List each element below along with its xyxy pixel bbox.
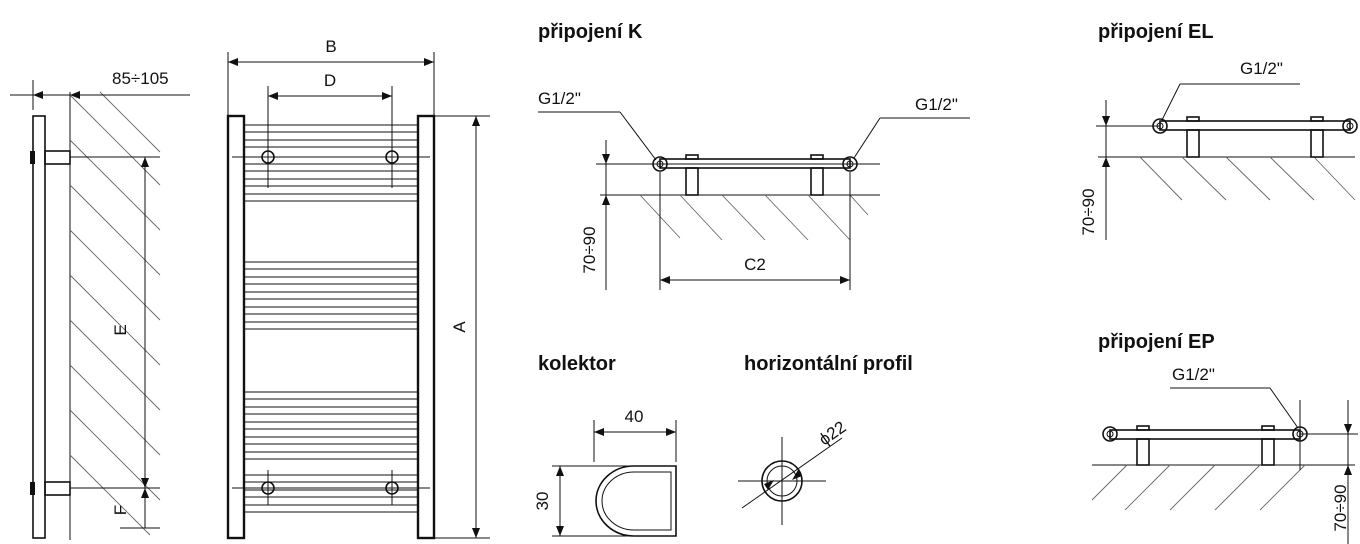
heading-collector: kolektor [538, 353, 616, 375]
tube-diameter: ϕ22 [815, 417, 849, 449]
dimension-f: F [111, 505, 130, 515]
collector-width: 40 [625, 407, 644, 426]
dimension-b: B [325, 37, 336, 56]
front-view: B D A [226, 37, 490, 540]
side-view: 85÷105 E F [10, 69, 190, 540]
wall-gap-k: 70÷90 [580, 226, 599, 273]
connection-el: připojení EL G1/2" 70÷90 [1079, 21, 1358, 240]
collector-height: 30 [533, 492, 552, 511]
mounting-holes [232, 86, 430, 505]
thread-label-ep: G1/2" [1172, 365, 1215, 384]
wall-gap-ep: 70÷90 [1331, 484, 1350, 531]
tube-groups [244, 124, 418, 513]
wall-hatch [69, 91, 161, 536]
connection-k: připojení K G1/2" G1/2" 70÷90 [538, 21, 970, 290]
thread-label-k-left: G1/2" [538, 89, 581, 108]
dimension-e: E [111, 324, 130, 335]
connection-ep: připojení EP G1/2" 70÷90 [1091, 331, 1358, 544]
offset-dimension: 85÷105 [112, 69, 169, 88]
thread-label-k-right: G1/2" [915, 95, 958, 114]
heading-connection-ep: připojení EP [1098, 331, 1215, 353]
heading-connection-k: připojení K [538, 21, 643, 43]
heading-profile: horizontální profil [744, 353, 913, 375]
profile-section: horizontální profil ϕ22 [738, 353, 913, 525]
collector-section: kolektor 40 30 [533, 353, 677, 537]
dimension-d: D [324, 71, 336, 90]
dimension-a: A [450, 321, 469, 333]
heading-connection-el: připojení EL [1098, 21, 1214, 43]
thread-label-el: G1/2" [1240, 59, 1283, 78]
dimension-c2: C2 [744, 255, 766, 274]
wall-gap-el: 70÷90 [1079, 188, 1098, 235]
